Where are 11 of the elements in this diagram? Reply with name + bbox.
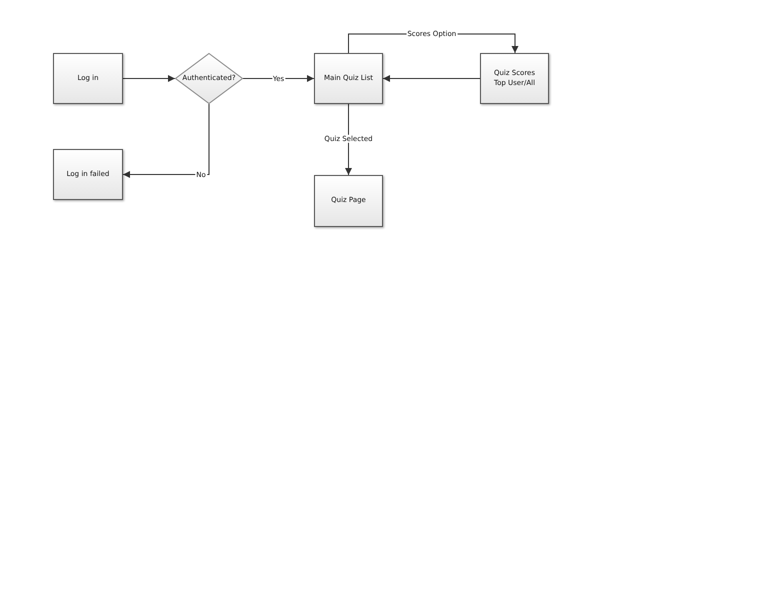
process-box: [53, 53, 123, 104]
arrow: [122, 75, 176, 82]
arrow: [122, 104, 210, 178]
process-box: [53, 149, 123, 200]
arrow: [345, 104, 352, 176]
arrow: [242, 75, 314, 82]
process-box: [480, 53, 549, 104]
process-box: [314, 175, 383, 227]
arrow: [382, 75, 480, 82]
process-box: [314, 53, 383, 104]
decision-diamond: [175, 53, 243, 104]
